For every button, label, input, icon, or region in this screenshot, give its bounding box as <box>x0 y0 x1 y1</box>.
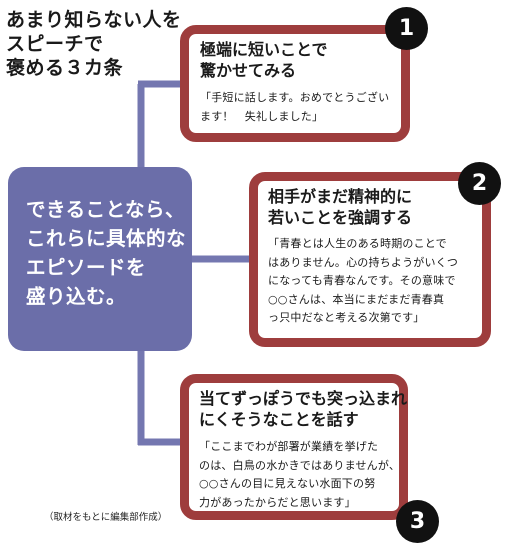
item-1-example: 「手短に話します。おめでとうござい ます！ 失礼しました」 <box>200 91 390 123</box>
item-card-2 <box>249 172 491 347</box>
item-2-number: 2 <box>471 171 488 196</box>
page-title: あまり知らない人を スピーチで 褒める３カ条 <box>6 9 182 79</box>
item-2-number-badge: 2 <box>458 162 501 205</box>
item-card-1 <box>180 25 410 142</box>
item-2-example: 「青春とは人生のある時期のことで はありません。心の持ちようがいくつ になっても… <box>268 237 459 324</box>
source-note: （取材をもとに編集部作成） <box>44 512 168 523</box>
item-3-number-badge: 3 <box>396 500 439 543</box>
center-box-text: できることなら、 これらに具体的な エピソードを 盛り込む。 <box>26 198 187 308</box>
item-3-number: 3 <box>409 509 426 534</box>
item-3-example: 「ここまでわが部署が業績を挙げた のは、白鳥の水かきではありませんが、 ○○さん… <box>199 440 401 509</box>
item-2-heading: 相手がまだ精神的に 若いことを強調する <box>268 187 413 227</box>
item-card-3 <box>180 374 408 520</box>
item-1-number-badge: 1 <box>385 7 428 50</box>
item-1-number: 1 <box>398 16 415 41</box>
center-box: できることなら、 これらに具体的な エピソードを 盛り込む。 <box>8 167 192 351</box>
item-3-heading: 当てずっぽうでも突っ込まれ にくそうなことを話す <box>199 389 408 429</box>
item-1-heading: 極端に短いことで 驚かせてみる <box>200 40 328 80</box>
